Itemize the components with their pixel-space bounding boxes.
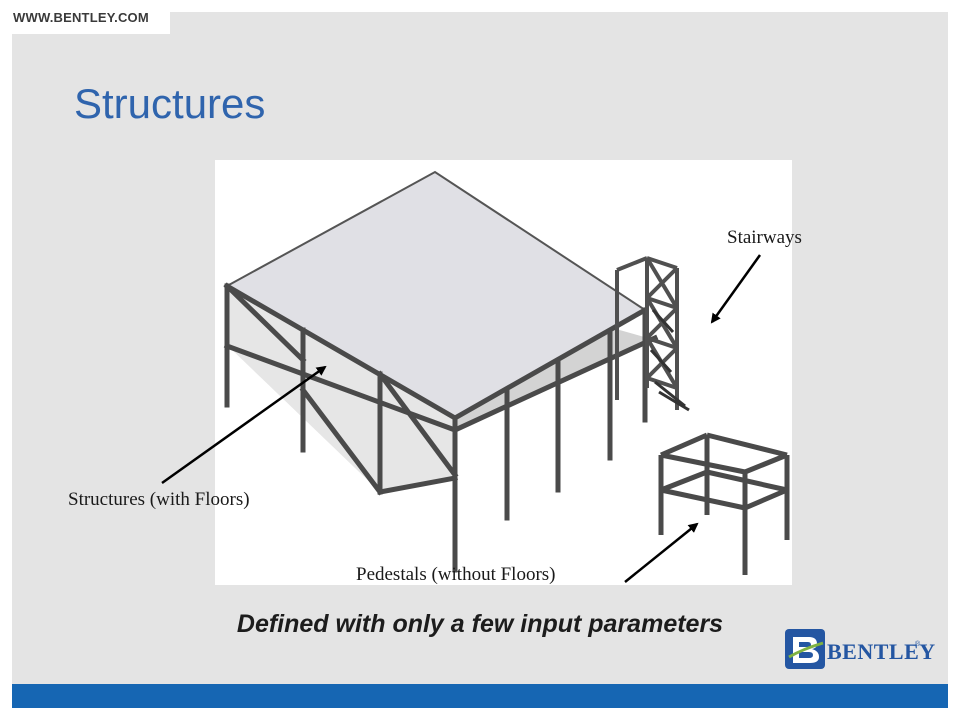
structure-figure <box>215 160 792 585</box>
slide-title: Structures <box>74 80 266 127</box>
url-tab: WWW.BENTLEY.COM <box>0 0 170 34</box>
slide-subtitle: Defined with only a few input parameters <box>236 610 724 638</box>
bentley-b-icon <box>785 629 825 669</box>
stairways-label: Stairways <box>727 227 802 248</box>
pedestals-label: Pedestals (without Floors) <box>356 564 556 585</box>
structures-label: Structures (with Floors) <box>68 489 250 510</box>
website-url: WWW.BENTLEY.COM <box>13 10 149 25</box>
registered-mark: ® <box>915 641 921 648</box>
structure-illustration <box>223 170 790 575</box>
bentley-logo: BENTLEY ® <box>783 627 935 671</box>
pedestals-arrow <box>624 522 699 583</box>
bentley-wordmark: BENTLEY <box>827 639 936 664</box>
structures-arrow <box>161 365 327 485</box>
footer-bar <box>12 684 948 708</box>
stairways-arrow <box>710 254 762 324</box>
